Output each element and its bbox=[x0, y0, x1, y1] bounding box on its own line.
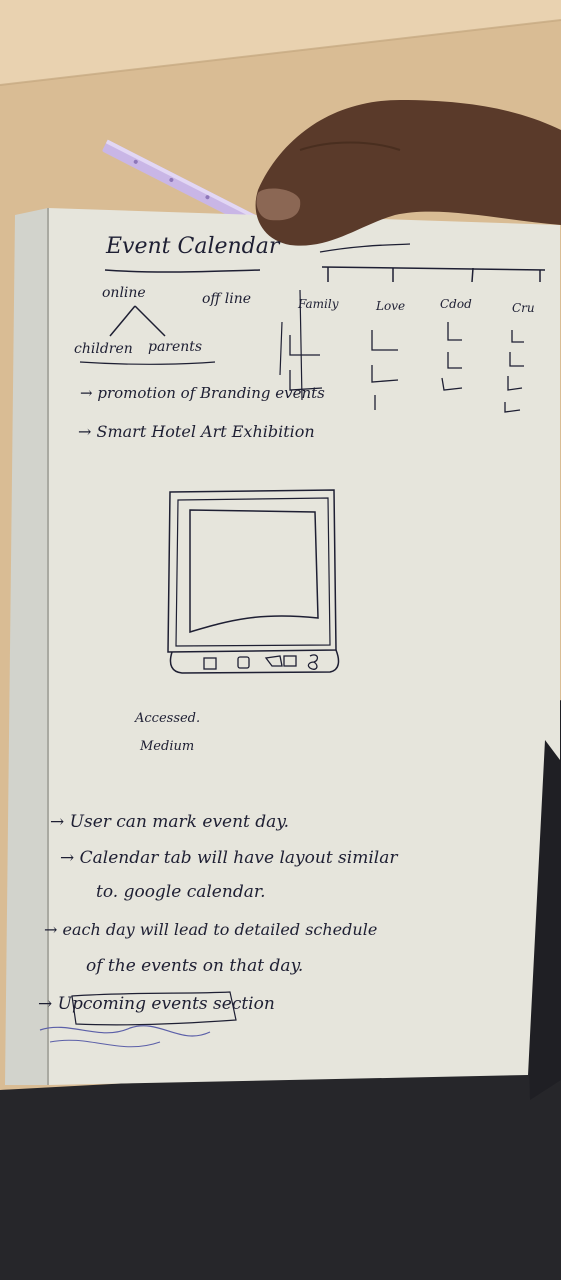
app-sketch bbox=[167, 489, 340, 674]
audience-parents: parents bbox=[148, 339, 203, 355]
bullet-exhibition: → Smart Hotel Art Exhibition bbox=[78, 422, 315, 441]
audience-underline bbox=[79, 361, 216, 365]
hand bbox=[255, 100, 561, 246]
audience-children: children bbox=[74, 341, 133, 357]
sketch-caption-2: Medium bbox=[140, 739, 195, 754]
pencil bbox=[102, 139, 260, 228]
title-underline bbox=[104, 269, 261, 273]
bullet-mark-event: → User can mark event day. bbox=[50, 812, 290, 832]
note-title: Event Calendar bbox=[106, 234, 280, 259]
online-branch bbox=[109, 305, 166, 337]
bullet-calendar-tab-cont: to. google calendar. bbox=[96, 882, 266, 902]
mode-offline: off line bbox=[202, 291, 252, 307]
nav-grid-icon bbox=[283, 655, 297, 667]
tree-label-3: Cdod bbox=[440, 297, 472, 311]
bullet-upcoming: → Upcoming events section bbox=[38, 994, 275, 1014]
sketch-caption-1: Accessed. bbox=[135, 711, 201, 726]
bullet-each-day: → each day will lead to detailed schedul… bbox=[44, 920, 378, 939]
category-tree bbox=[279, 243, 546, 413]
bullet-each-day-cont: of the events on that day. bbox=[86, 956, 304, 976]
bullet-calendar-tab: → Calendar tab will have layout similar bbox=[60, 848, 398, 868]
bullet-promotion: → promotion of Branding events bbox=[80, 384, 325, 402]
tree-label-2: Love bbox=[376, 299, 406, 313]
upcoming-scribble bbox=[39, 991, 237, 1048]
tree-label-1: Family bbox=[298, 297, 339, 311]
tree-label-4: Cru bbox=[512, 301, 535, 315]
nav-eight-icon bbox=[307, 654, 319, 670]
nav-trapezoid-icon bbox=[264, 655, 283, 667]
nav-square-icon bbox=[203, 657, 217, 670]
mode-online: online bbox=[102, 285, 146, 301]
nav-rounded-square-icon bbox=[237, 656, 250, 669]
